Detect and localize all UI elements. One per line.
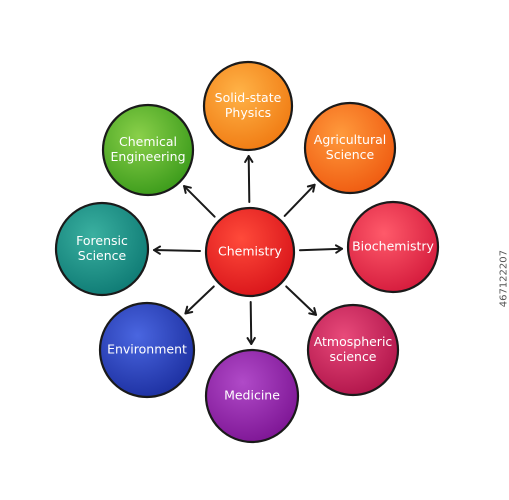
node-circle-atmospheric-science <box>306 303 400 397</box>
arrow-to-environment <box>184 285 215 315</box>
center-label: Chemistry <box>218 244 283 259</box>
node-circle-biochemistry <box>346 200 440 294</box>
node-label-forensic-science: Forensic <box>76 233 128 248</box>
node-label-medicine: Medicine <box>224 388 280 403</box>
node-label-atmospheric-science: science <box>329 349 376 364</box>
node-circle-medicine <box>204 348 300 444</box>
arrow-to-medicine <box>246 300 256 346</box>
node-biochemistry: Biochemistry <box>346 200 440 294</box>
node-environment: Environment <box>98 301 196 399</box>
node-circle-solid-state-physics <box>202 60 294 152</box>
arrow-to-forensic-science <box>152 245 202 255</box>
arrow-to-chemical-engineering <box>183 185 216 218</box>
node-medicine: Medicine <box>204 348 300 444</box>
stock-image-code: 467122207 <box>498 250 509 308</box>
arrow-to-biochemistry <box>298 244 344 254</box>
node-circle-chemical-engineering <box>101 103 195 197</box>
center-circle <box>204 206 296 298</box>
node-label-environment: Environment <box>107 342 187 357</box>
arrow-to-agricultural-science <box>283 183 316 217</box>
node-label-atmospheric-science: Atmospheric <box>314 334 393 349</box>
arrow-to-solid-state-physics <box>244 154 254 204</box>
arrow-to-atmospheric-science <box>285 285 318 316</box>
nodes-group: Solid-statePhysicsAgriculturalScienceBio… <box>54 60 440 444</box>
node-label-solid-state-physics: Physics <box>225 105 271 120</box>
node-label-biochemistry: Biochemistry <box>352 239 434 254</box>
node-circle-environment <box>98 301 196 399</box>
node-circle-forensic-science <box>54 201 150 297</box>
node-circle-agricultural-science <box>303 101 397 195</box>
node-label-agricultural-science: Science <box>326 147 375 162</box>
center-node: Chemistry <box>204 206 296 298</box>
node-label-agricultural-science: Agricultural <box>314 132 386 147</box>
node-label-chemical-engineering: Chemical <box>119 134 177 149</box>
node-label-solid-state-physics: Solid-state <box>215 90 282 105</box>
node-label-forensic-science: Science <box>78 248 127 263</box>
node-label-chemical-engineering: Engineering <box>111 149 186 164</box>
arrows-group <box>152 154 344 346</box>
